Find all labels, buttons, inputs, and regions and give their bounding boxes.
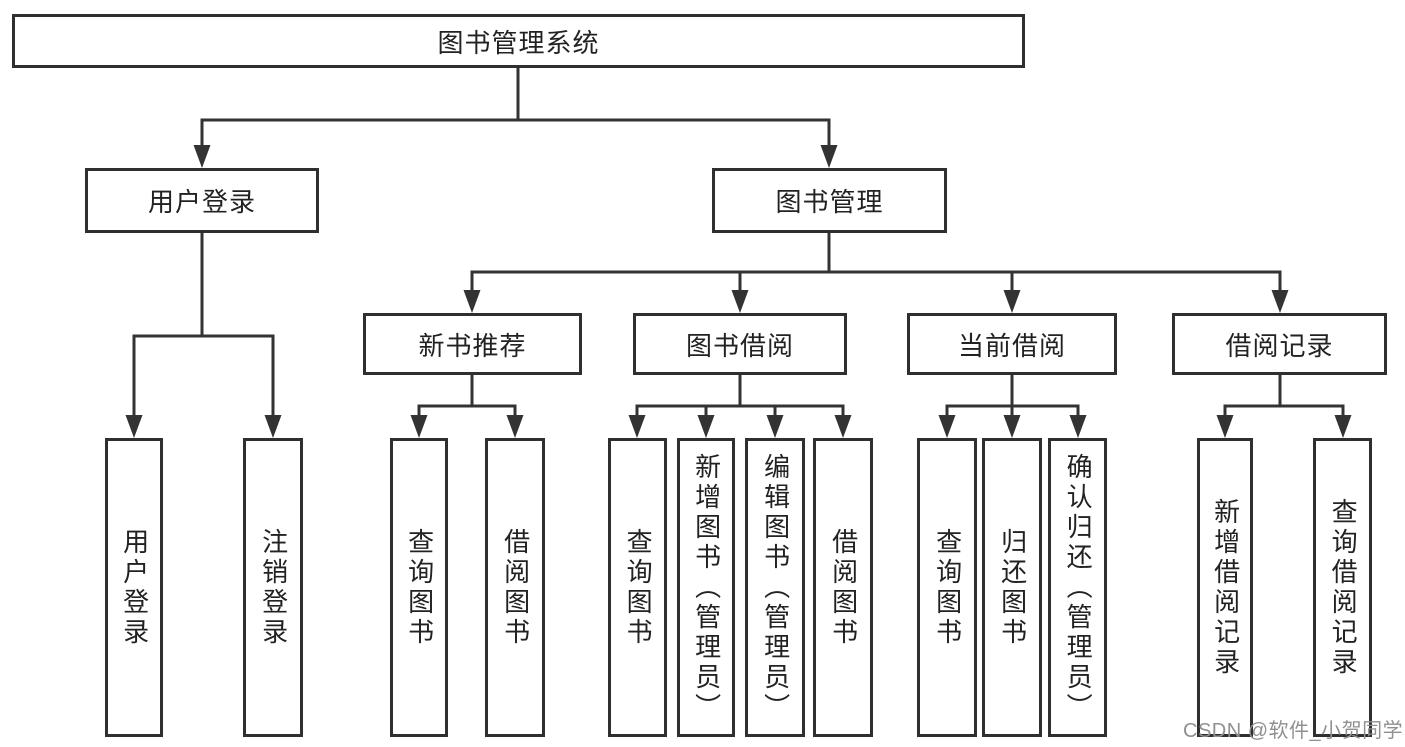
leaf-edit-book-admin: 编辑图书（管理员） [745, 438, 805, 737]
node-root: 图书管理系统 [12, 14, 1025, 68]
node-borrow-records: 借阅记录 [1172, 313, 1387, 375]
leaf-return-book-label: 归还图书 [997, 527, 1028, 648]
leaf-add-borrow-record: 新增借阅记录 [1197, 438, 1253, 737]
leaf-query-book-rec: 查询图书 [390, 438, 448, 737]
leaf-add-book-admin: 新增图书（管理员） [677, 438, 735, 737]
leaf-confirm-return-admin-label: 确认归还（管理员） [1063, 452, 1094, 723]
connector-arrowhead-icon [1334, 415, 1352, 438]
node-borrow-records-label: 借阅记录 [1225, 330, 1334, 361]
connector-arrowhead-icon [410, 415, 428, 438]
connector-arrowhead-icon [264, 415, 282, 438]
leaf-edit-book-admin-label: 编辑图书（管理员） [760, 452, 791, 723]
connector-arrowhead-icon [766, 415, 784, 438]
connector-arrowhead-icon [1003, 415, 1021, 438]
watermark: CSDN @软件_小贺同学 [1183, 720, 1404, 742]
node-root-label: 图书管理系统 [437, 27, 600, 58]
leaf-borrow-book-borrow: 借阅图书 [813, 438, 873, 737]
leaf-query-book-borrow: 查询图书 [608, 438, 667, 737]
leaf-query-book-current-label: 查询图书 [932, 527, 963, 648]
leaf-user-login-label: 用户登录 [119, 527, 150, 648]
node-book-borrow: 图书借阅 [633, 313, 847, 375]
connector-arrowhead-icon [820, 145, 838, 168]
connector-arrowhead-icon [125, 415, 143, 438]
leaf-query-book-borrow-label: 查询图书 [623, 527, 654, 648]
node-user-login-label: 用户登录 [147, 187, 256, 217]
connector-arrowhead-icon [1069, 415, 1087, 438]
leaf-query-book-current: 查询图书 [917, 438, 977, 737]
connector-arrowhead-icon [1003, 290, 1021, 313]
node-current-borrow: 当前借阅 [907, 313, 1117, 375]
connector-arrowhead-icon [938, 415, 956, 438]
leaf-add-borrow-record-label: 新增借阅记录 [1210, 497, 1241, 678]
leaf-query-book-rec-label: 查询图书 [404, 527, 435, 648]
node-user-login: 用户登录 [85, 168, 319, 233]
node-book-mgmt: 图书管理 [712, 168, 947, 233]
leaf-add-book-admin-label: 新增图书（管理员） [691, 452, 722, 723]
leaf-return-book: 归还图书 [982, 438, 1042, 737]
leaf-user-login: 用户登录 [105, 438, 163, 737]
connector-arrowhead-icon [628, 415, 646, 438]
leaf-logout: 注销登录 [243, 438, 303, 737]
node-new-book-rec: 新书推荐 [363, 313, 582, 375]
connector-arrowhead-icon [463, 290, 481, 313]
node-book-borrow-label: 图书借阅 [685, 330, 794, 361]
connector-arrowhead-icon [506, 415, 524, 438]
leaf-logout-label: 注销登录 [258, 527, 289, 648]
connector-arrowhead-icon [697, 415, 715, 438]
node-new-book-rec-label: 新书推荐 [418, 330, 527, 361]
connector-arrowhead-icon [1271, 290, 1289, 313]
connector-arrowhead-icon [834, 415, 852, 438]
leaf-query-borrow-record-label: 查询借阅记录 [1328, 497, 1359, 678]
leaf-borrow-book-rec: 借阅图书 [485, 438, 545, 737]
connector-arrowhead-icon [731, 290, 749, 313]
leaf-borrow-book-rec-label: 借阅图书 [500, 527, 531, 648]
connector-arrowhead-icon [193, 145, 211, 168]
leaf-confirm-return-admin: 确认归还（管理员） [1048, 438, 1107, 737]
leaf-query-borrow-record: 查询借阅记录 [1313, 438, 1372, 737]
node-book-mgmt-label: 图书管理 [775, 187, 884, 217]
node-current-borrow-label: 当前借阅 [957, 330, 1066, 361]
leaf-borrow-book-borrow-label: 借阅图书 [828, 527, 859, 648]
connector-arrowhead-icon [1216, 415, 1234, 438]
